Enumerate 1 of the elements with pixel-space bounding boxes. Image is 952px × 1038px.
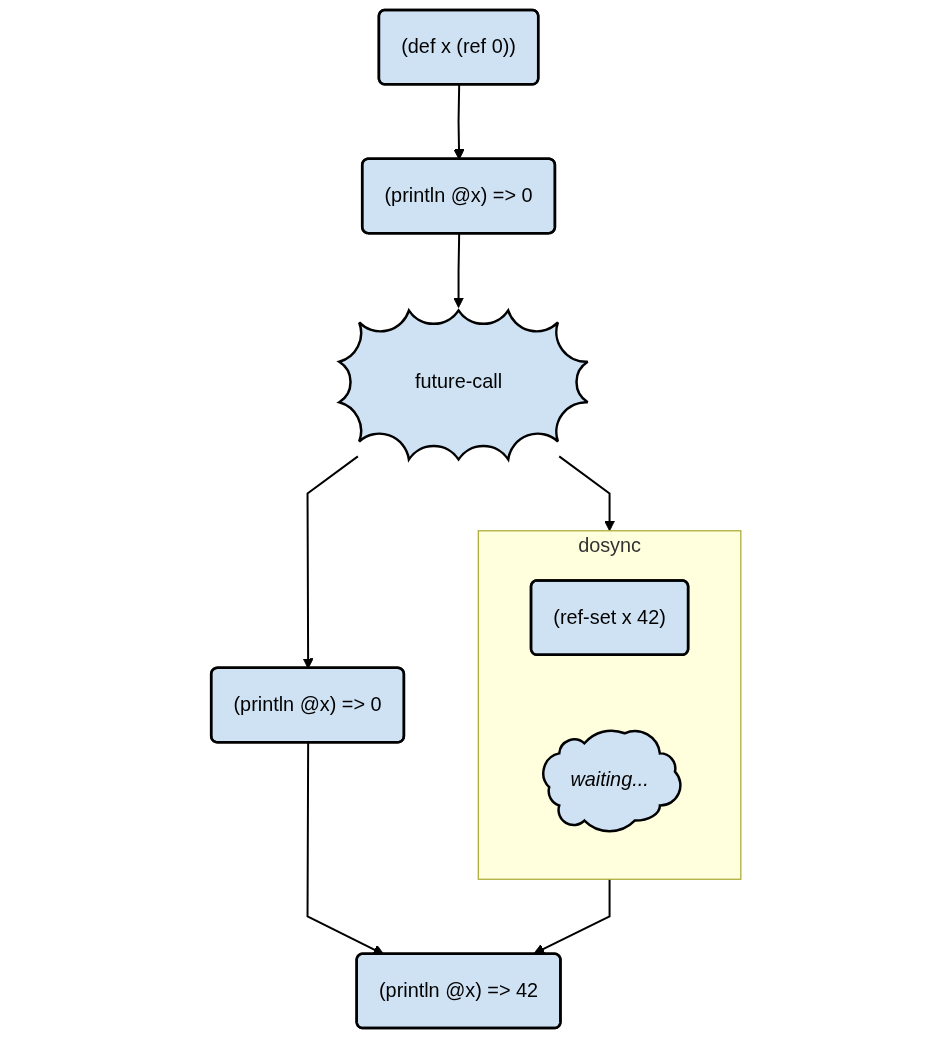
arrow — [558, 455, 615, 532]
